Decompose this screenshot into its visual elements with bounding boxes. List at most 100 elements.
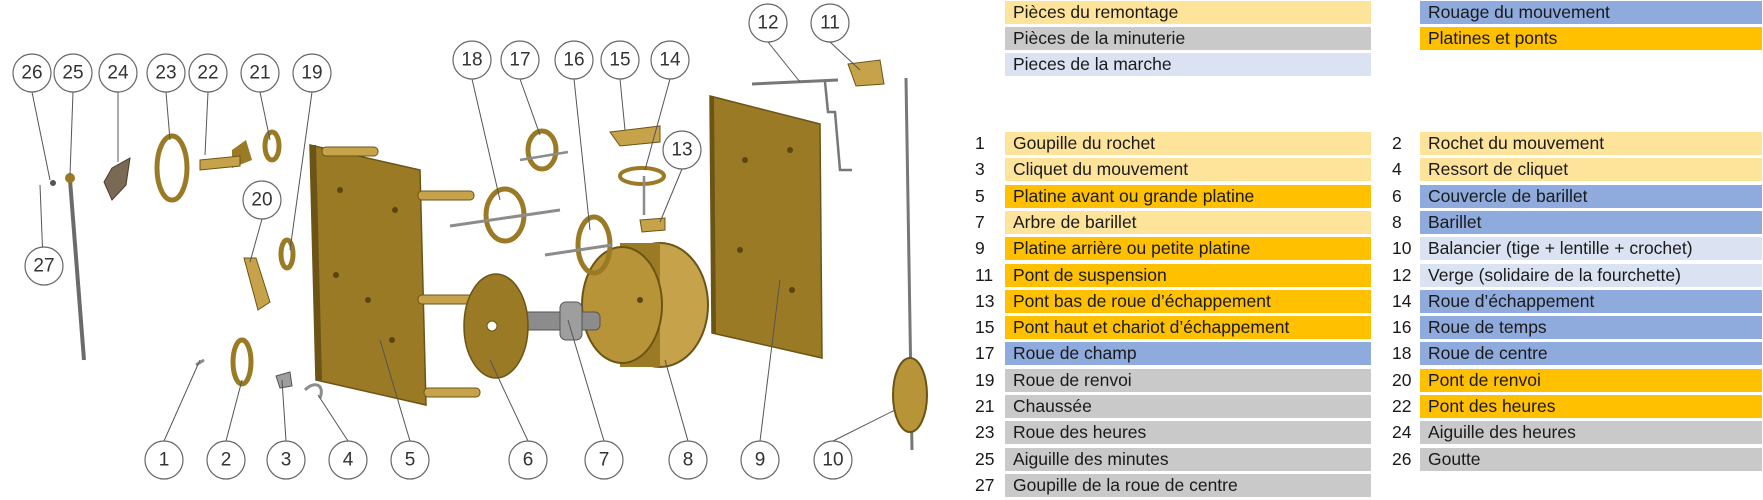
part-number: 25 <box>975 448 995 469</box>
callout-number: 23 <box>155 63 176 84</box>
callout-leader-lines <box>31 41 896 442</box>
callout-number: 12 <box>757 13 778 34</box>
callout-24: 24 <box>98 53 138 93</box>
callout-circle <box>188 53 228 93</box>
part-number: 19 <box>975 369 995 390</box>
part-number: 11 <box>975 264 994 285</box>
callout-number: 20 <box>251 190 272 211</box>
leader-line <box>832 409 896 442</box>
callout-18: 18 <box>452 40 492 80</box>
callout-2: 2 <box>206 440 246 480</box>
callout-circle <box>584 440 624 480</box>
part-name-13: Pont bas de roue d’échappement <box>1005 289 1371 313</box>
callout-number: 21 <box>249 63 270 84</box>
callout-17: 17 <box>500 40 540 80</box>
callout-circle <box>662 130 702 170</box>
callout-11: 11 <box>810 3 850 43</box>
leader-line <box>165 91 171 141</box>
part-name-25: Aiguille des minutes <box>1005 447 1371 471</box>
part-number: 21 <box>975 396 995 416</box>
part-number: 2 <box>1392 133 1402 153</box>
callout-20: 20 <box>242 180 282 220</box>
callout-number: 10 <box>822 450 843 471</box>
callout-circle <box>206 440 246 480</box>
callout-6: 6 <box>508 440 548 480</box>
part-number: 1 <box>975 133 985 153</box>
callout-number: 25 <box>62 63 83 84</box>
leader-line <box>759 279 781 442</box>
callout-number: 22 <box>197 63 218 84</box>
callout-number: 6 <box>523 450 534 471</box>
leader-line <box>225 379 243 442</box>
callout-circle <box>650 40 690 80</box>
callout-number: 24 <box>107 63 129 84</box>
callout-14: 14 <box>650 40 690 80</box>
part-name-20: Pont de renvoi <box>1420 368 1762 392</box>
part-number: 7 <box>975 211 985 232</box>
callout-9: 9 <box>740 440 780 480</box>
callout-circle <box>508 440 548 480</box>
callout-22: 22 <box>188 53 228 93</box>
callout-number: 5 <box>405 450 416 471</box>
legend-item-minuterie: Pièces de la minuterie <box>1005 27 1371 50</box>
callout-1: 1 <box>144 440 184 480</box>
callout-8: 8 <box>668 440 708 480</box>
callout-number: 2 <box>221 450 232 471</box>
callout-25: 25 <box>53 53 93 93</box>
callout-number: 13 <box>671 140 692 161</box>
leader-line <box>664 359 689 442</box>
part-name-6: Couvercle de barillet <box>1420 184 1762 208</box>
clock-parts-illustration <box>50 59 928 451</box>
part-number: 18 <box>1392 343 1412 364</box>
callout-number: 7 <box>599 450 610 471</box>
callout-circle <box>53 53 93 93</box>
callout-19: 19 <box>292 53 332 93</box>
part-name-15: Pont haut et chariot d’échappement <box>1005 316 1371 340</box>
part-name-4: Ressort de cliquet <box>1420 158 1762 182</box>
part-number: 14 <box>1392 290 1412 311</box>
part-name-22: Pont des heures <box>1420 395 1762 418</box>
part-name-9: Platine arrière ou petite platine <box>1005 237 1371 261</box>
part-number: 23 <box>975 422 995 443</box>
legend-item-rouage: Rouage du mouvement <box>1420 1 1762 24</box>
callout-15: 15 <box>600 40 640 80</box>
part-name-17: Roue de champ <box>1005 342 1371 366</box>
part-number: 26 <box>1392 448 1412 469</box>
part-name-12: Verge (solidaire de la fourchette) <box>1420 263 1762 287</box>
part-number: 6 <box>1392 185 1402 206</box>
callout-circle <box>146 53 186 93</box>
leader-line <box>471 78 501 201</box>
leader-line <box>619 78 626 131</box>
callout-circle <box>328 440 368 480</box>
leader-line <box>644 78 671 171</box>
callout-circle <box>240 53 280 93</box>
callout-circle <box>813 440 853 480</box>
callout-circle <box>98 53 138 93</box>
leader-line <box>249 218 263 263</box>
part-name-19: Roue de renvoi <box>1005 368 1371 392</box>
callout-circle <box>554 40 594 80</box>
callout-number: 3 <box>281 450 292 471</box>
part-name-5: Platine avant ou grande platine <box>1005 184 1371 208</box>
callout-number: 8 <box>683 450 694 471</box>
callout-number: 16 <box>563 50 584 71</box>
part-number: 27 <box>975 474 995 495</box>
callout-circle <box>810 3 850 43</box>
callout-5: 5 <box>390 440 430 480</box>
part-number: 13 <box>975 290 995 311</box>
part-name-10: Balancier (tige + lentille + crochet) <box>1420 237 1762 261</box>
leader-line <box>829 41 861 71</box>
callout-circle <box>740 440 780 480</box>
leader-line <box>31 91 51 181</box>
callout-circle <box>668 440 708 480</box>
leader-line <box>204 91 209 156</box>
callout-number: 17 <box>509 50 530 71</box>
leader-line <box>289 91 313 251</box>
part-number: 12 <box>1392 264 1412 285</box>
callout-number: 14 <box>659 50 681 71</box>
leader-line <box>489 359 529 442</box>
part-number: 22 <box>1392 396 1412 416</box>
callout-12: 12 <box>748 3 788 43</box>
legend-item-remontage: Pièces du remontage <box>1005 1 1371 24</box>
